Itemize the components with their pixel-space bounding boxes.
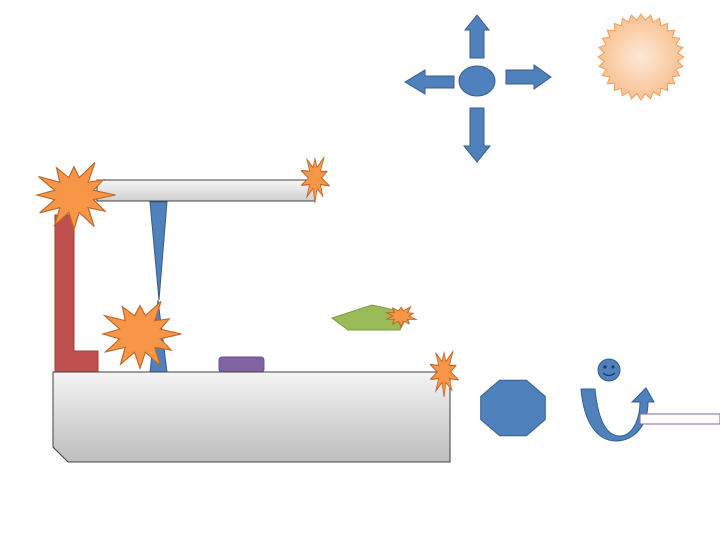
- explosion-burst-icon: [100, 300, 182, 371]
- arrow-down: [462, 107, 492, 163]
- u-turn-arrow-icon: [580, 387, 655, 442]
- explosion-burst-icon: [384, 305, 418, 329]
- explosion-burst-icon: [34, 161, 116, 232]
- arrow-right: [505, 64, 552, 90]
- explosion-burst-icon: [300, 156, 330, 204]
- red-l-bracket: [54, 214, 99, 373]
- smiley-icon: [597, 358, 621, 382]
- thin-bar: [639, 413, 720, 425]
- arrow-left: [404, 69, 455, 95]
- four-way-arrow-icon: [404, 14, 552, 163]
- table-block: [52, 371, 451, 463]
- top-shelf: [96, 179, 316, 202]
- explosion-burst-icon: [429, 350, 459, 398]
- burst-group: [34, 156, 459, 398]
- arrow-up: [463, 14, 491, 59]
- blue-funnel-upper: [149, 201, 168, 301]
- sun-icon: [597, 13, 685, 101]
- octagon-shape: [480, 379, 546, 437]
- arrow-hub: [458, 65, 496, 97]
- sun-rays: [597, 13, 685, 101]
- purple-block: [218, 356, 265, 373]
